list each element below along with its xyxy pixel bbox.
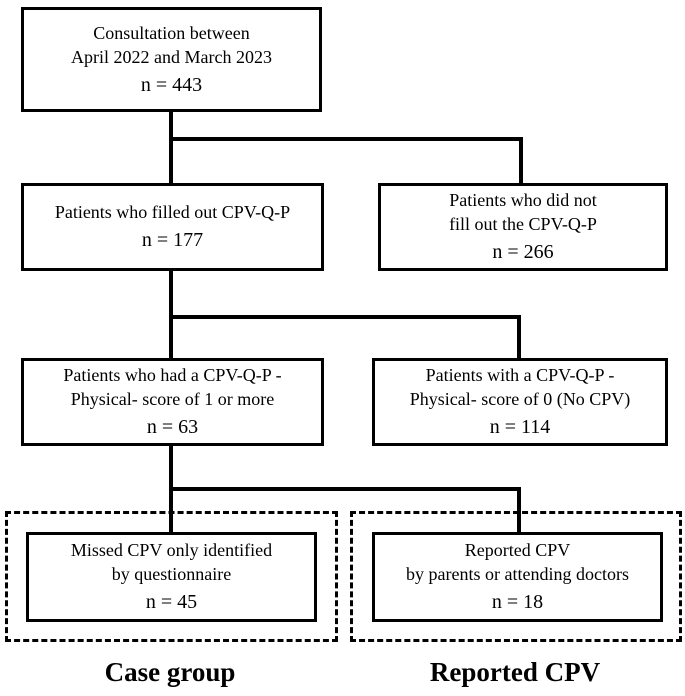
- box-score-positive-line2: Physical- score of 1 or more: [70, 389, 275, 409]
- reported-cpv-frame: [350, 511, 682, 642]
- box-missed-count: n = 45: [145, 591, 198, 613]
- box-score-zero-line1: Patients with a CPV-Q-P -: [425, 365, 615, 385]
- connector-branch-1-horizontal: [169, 137, 523, 141]
- box-score-zero-count: n = 114: [489, 416, 551, 438]
- box-consultation: Consultation between April 2022 and Marc…: [21, 7, 322, 112]
- box-filled-count: n = 177: [141, 229, 204, 251]
- box-score-zero: Patients with a CPV-Q-P - Physical- scor…: [372, 358, 668, 446]
- box-reported: Reported CPV by parents or attending doc…: [372, 532, 663, 622]
- box-not-filled-line2: fill out the CPV-Q-P: [449, 214, 597, 234]
- box-missed-line1: Missed CPV only identified: [70, 540, 273, 560]
- connector-branch-3-horizontal: [169, 487, 521, 491]
- box-score-positive-count: n = 63: [146, 416, 199, 438]
- box-filled-line1: Patients who filled out CPV-Q-P: [54, 202, 291, 222]
- box-reported-line2: by parents or attending doctors: [406, 564, 629, 584]
- connector-consultation-down: [169, 112, 173, 185]
- box-consultation-line2: April 2022 and March 2023: [71, 46, 272, 67]
- box-filled: Patients who filled out CPV-Q-P n = 177: [21, 183, 324, 271]
- box-consultation-count: n = 443: [140, 73, 203, 96]
- box-reported-line1: Reported CPV: [464, 540, 571, 560]
- box-not-filled-line1: Patients who did not: [449, 190, 597, 210]
- box-not-filled: Patients who did not fill out the CPV-Q-…: [378, 183, 668, 271]
- box-consultation-line1: Consultation between: [93, 22, 250, 43]
- box-missed-line2: by questionnaire: [111, 564, 232, 584]
- case-group-frame: [5, 511, 338, 642]
- box-missed: Missed CPV only identified by questionna…: [26, 532, 317, 622]
- box-reported-count: n = 18: [491, 591, 544, 613]
- box-not-filled-count: n = 266: [492, 241, 554, 263]
- caption-case-group: Case group: [104, 657, 236, 687]
- connector-branch-3-right-down: [517, 487, 521, 534]
- box-score-positive: Patients who had a CPV-Q-P - Physical- s…: [21, 358, 324, 446]
- connector-branch-2-right-down: [517, 315, 521, 360]
- box-score-positive-line1: Patients who had a CPV-Q-P -: [63, 365, 282, 385]
- caption-reported-cpv: Reported CPV: [429, 657, 601, 687]
- connector-branch-1-right-down: [519, 137, 523, 185]
- connector-branch-2-horizontal: [169, 315, 521, 319]
- box-score-zero-line2: Physical- score of 0 (No CPV): [409, 389, 631, 409]
